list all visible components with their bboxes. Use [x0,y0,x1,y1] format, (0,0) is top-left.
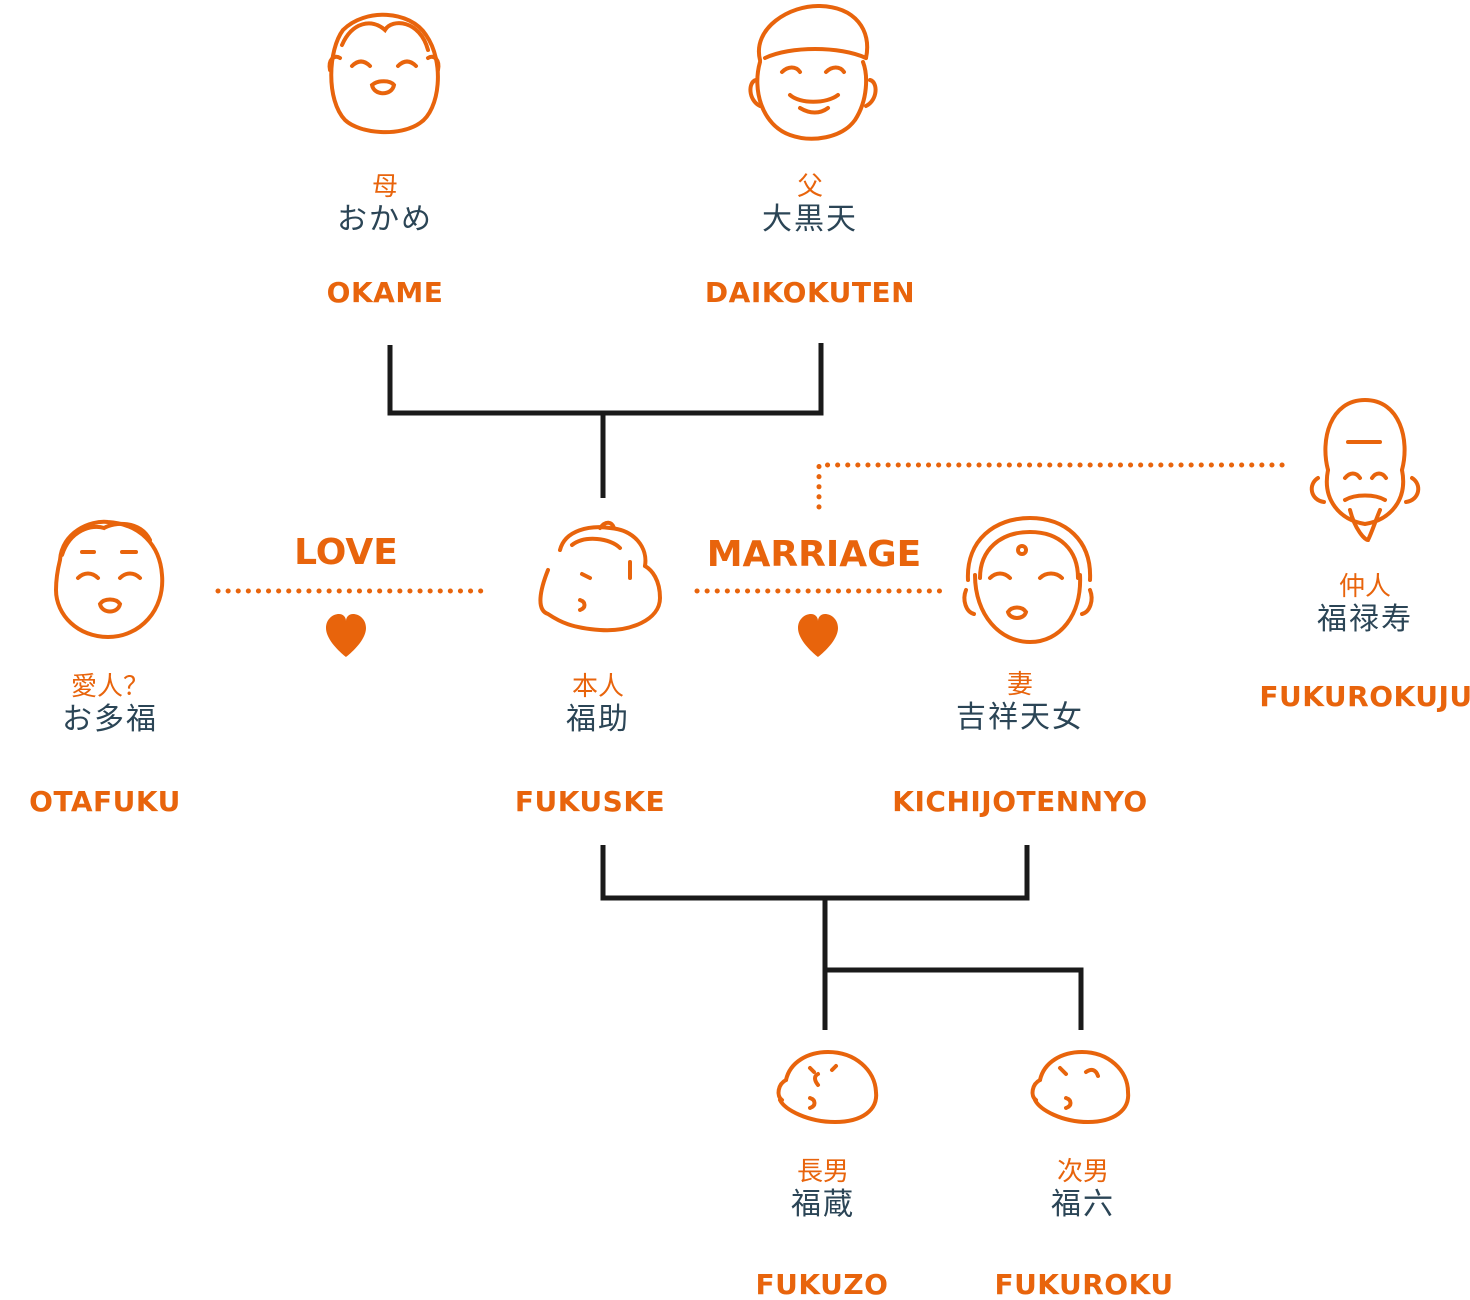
japanese-name: 大黒天 [762,202,858,237]
okame-face-icon [327,12,441,135]
romaji-name-kichijotennyo: KICHIJOTENNYO [892,785,1148,818]
person-daikokuten: 父 大黒天 [715,172,905,238]
person-okame: 母 おかめ [290,172,480,238]
role-label: 本人 [571,672,624,702]
romaji-name-daikokuten: DAIKOKUTEN [704,276,916,309]
role-label: 父 [796,172,823,202]
role-label: 妻 [1006,670,1033,700]
romaji-name-fukuzo: FUKUZO [755,1268,889,1300]
romaji-name-otafuku: OTAFUKU [29,785,181,818]
japanese-name: 福助 [566,702,630,737]
parents-connector [387,343,824,498]
fukuske-face-icon [538,520,663,633]
japanese-name: 吉祥天女 [956,700,1084,735]
children-connector [600,845,1084,1030]
japanese-name: 福禄寿 [1317,602,1413,637]
role-label: 次男 [1056,1157,1109,1187]
romaji-name-fukuske: FUKUSKE [514,785,666,818]
japanese-name: お多福 [62,702,158,737]
japanese-name: 福六 [1051,1187,1115,1222]
marriage-heart-icon [798,614,838,657]
kichijotennyo-face-icon [962,515,1094,645]
marriage-label: MARRIAGE [706,534,922,575]
role-label: 長男 [796,1157,849,1187]
role-label: 仲人 [1338,572,1391,602]
love-heart-icon [326,614,366,657]
person-fukuroku: 次男 福六 [988,1157,1178,1223]
romaji-name-fukuroku: FUKUROKU [994,1268,1174,1300]
love-label: LOVE [294,532,398,573]
japanese-name: 福蔵 [791,1187,855,1222]
role-label: 母 [371,172,398,202]
person-fukuzo: 長男 福蔵 [728,1157,918,1223]
romaji-name-okame: OKAME [326,276,444,309]
fukuzo-face-icon [776,1049,879,1125]
person-kichijotennyo: 妻 吉祥天女 [920,670,1120,736]
romaji-name-fukurokuju: FUKUROKUJU [1259,680,1470,713]
person-fukurokuju: 仲人 福禄寿 [1270,572,1460,638]
person-otafuku: 愛人？ お多福 [15,672,205,738]
otafuku-face-icon [53,519,165,640]
daikokuten-face-icon [748,3,878,141]
role-label: 愛人？ [70,672,149,702]
matchmaker-dotted-line [816,462,1293,510]
person-fukuske: 本人 福助 [503,672,693,738]
japanese-name: おかめ [337,202,433,237]
fukurokuju-face-icon [1309,397,1421,543]
fukuroku-face-icon [1030,1049,1131,1125]
